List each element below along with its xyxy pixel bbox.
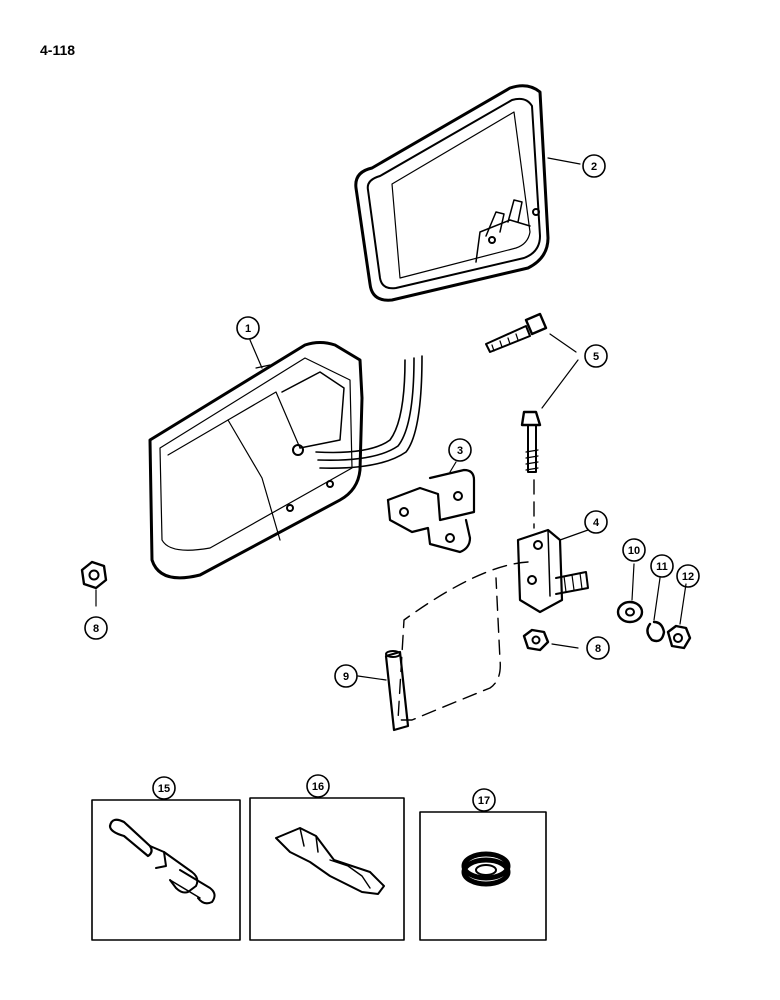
page-number: 4-118: [40, 42, 76, 58]
lock-washer-part-11: [646, 577, 666, 643]
callout-label-8-left: 8: [93, 623, 99, 635]
callout-label-8-right: 8: [595, 643, 601, 655]
part-box-15: [91, 799, 241, 941]
lamp-housing-part-1: [148, 341, 423, 580]
callout-label-9: 9: [343, 671, 349, 683]
callout-label-1: 1: [245, 323, 251, 335]
callout-label-16: 16: [312, 781, 324, 793]
callout-label-12: 12: [682, 571, 694, 583]
lamp-lens-part-2: [354, 84, 581, 302]
callout-label-2: 2: [591, 161, 597, 173]
callout-label-5: 5: [593, 351, 599, 363]
hex-nut-part-12: [666, 583, 692, 650]
part-box-16: [249, 797, 405, 941]
assembly-lines: [397, 479, 535, 721]
callout-label-17: 17: [478, 795, 490, 807]
callout-label-15: 15: [158, 783, 170, 795]
part-box-17: [419, 811, 547, 941]
angle-bracket-part-4: [516, 528, 589, 614]
mounting-bracket-part-3: [386, 461, 476, 554]
callout-circles: [84, 154, 700, 812]
spacer-tube-part-9: [357, 650, 410, 732]
callout-label-3: 3: [457, 445, 463, 457]
callout-label-10: 10: [628, 545, 640, 557]
flat-washer-part-10: [616, 563, 644, 624]
bolt-part-5: [485, 312, 579, 473]
flange-nut-part-8-right: [522, 628, 579, 652]
flange-nut-part-8-left: [80, 560, 108, 607]
callout-label-4: 4: [593, 517, 600, 529]
callout-label-11: 11: [656, 561, 668, 573]
